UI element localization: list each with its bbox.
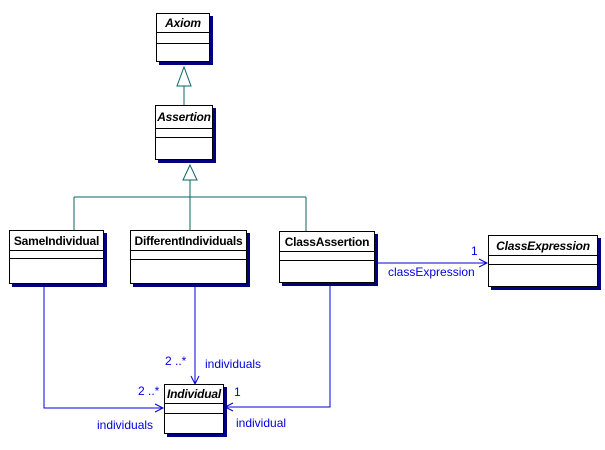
class-assertion[interactable]: Assertion bbox=[155, 105, 213, 160]
class-classexpression-title: ClassExpression bbox=[496, 238, 590, 253]
multiplicity-classassertion-individual: 1 bbox=[234, 385, 241, 399]
role-sameindividual-individual: individuals bbox=[97, 418, 154, 432]
role-classexpression: classExpression bbox=[388, 265, 475, 279]
arrowhead-individual-right bbox=[223, 402, 234, 412]
class-sameindividual-title: SameIndividual bbox=[13, 233, 100, 248]
association-classassertion-individual[interactable] bbox=[226, 283, 331, 408]
class-individual-attributes bbox=[165, 403, 223, 413]
class-classexpression-attributes bbox=[489, 255, 597, 264]
multiplicity-differentindividuals-individual: 2 ..* bbox=[165, 354, 187, 368]
multiplicity-classexpression: 1 bbox=[471, 244, 478, 258]
class-differentindividuals-operations bbox=[131, 259, 246, 283]
class-classassertion-title: ClassAssertion bbox=[284, 234, 370, 249]
class-differentindividuals-attributes bbox=[131, 250, 246, 259]
class-individual-operations bbox=[165, 413, 223, 433]
class-classassertion-attributes bbox=[280, 251, 374, 260]
role-differentindividuals-individual: individuals bbox=[205, 357, 262, 371]
class-sameindividual-operations bbox=[10, 258, 103, 283]
class-assertion-attributes bbox=[156, 128, 212, 137]
association-sameindividual-individual[interactable] bbox=[43, 284, 163, 409]
multiplicity-sameindividual-individual: 2 ..* bbox=[138, 384, 160, 398]
class-axiom-title: Axiom bbox=[165, 16, 201, 30]
class-individual-title: Individual bbox=[166, 387, 221, 401]
class-classassertion[interactable]: ClassAssertion bbox=[279, 231, 375, 283]
class-individual[interactable]: Individual bbox=[164, 384, 224, 434]
class-assertion-operations bbox=[156, 137, 212, 159]
class-differentindividuals[interactable]: DifferentIndividuals bbox=[130, 230, 247, 284]
class-axiom-attributes bbox=[157, 32, 209, 43]
class-axiom-operations bbox=[157, 43, 209, 61]
class-sameindividual[interactable]: SameIndividual bbox=[9, 230, 104, 284]
generalization-arrowhead-assertion[interactable] bbox=[182, 163, 198, 181]
class-sameindividual-attributes bbox=[10, 250, 103, 258]
arrowhead-classexpression bbox=[478, 258, 489, 268]
class-axiom[interactable]: Axiom bbox=[156, 13, 210, 62]
role-classassertion-individual: individual bbox=[236, 416, 287, 430]
generalization-arrowhead-axiom[interactable] bbox=[176, 65, 192, 87]
class-classassertion-operations bbox=[280, 260, 374, 282]
class-assertion-title: Assertion bbox=[157, 110, 211, 124]
arrowhead-individual-left bbox=[154, 403, 165, 413]
class-classexpression-operations bbox=[489, 264, 597, 286]
class-classexpression[interactable]: ClassExpression bbox=[488, 235, 598, 287]
class-differentindividuals-title: DifferentIndividuals bbox=[134, 233, 243, 248]
